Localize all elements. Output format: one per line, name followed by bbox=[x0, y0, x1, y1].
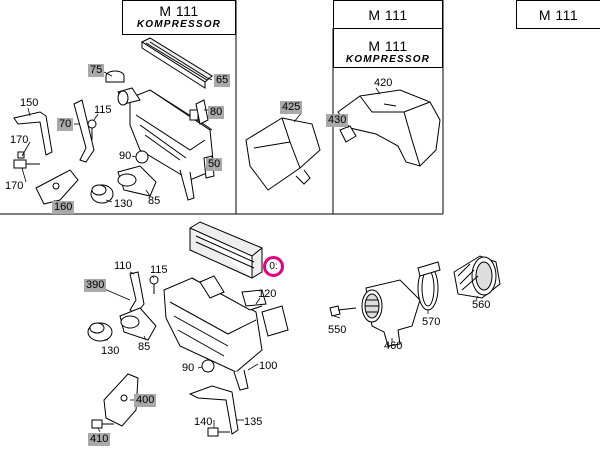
callout-115[interactable]: 115 bbox=[94, 104, 112, 116]
air-filter-housing-top bbox=[117, 87, 215, 201]
bottom-left-small-parts bbox=[87, 271, 239, 437]
variant-label: KOMPRESSOR bbox=[345, 54, 431, 65]
air-filter-housing-bottom bbox=[163, 275, 289, 391]
callout-80[interactable]: 80 bbox=[208, 106, 225, 119]
callout-135[interactable]: 135 bbox=[244, 416, 263, 428]
panel-header-top-mid: M 111 bbox=[333, 0, 443, 29]
callout-50[interactable]: 50 bbox=[206, 158, 223, 171]
intake-hose-560 bbox=[453, 255, 501, 299]
callout-170[interactable]: 170 bbox=[5, 180, 24, 192]
cover-425 bbox=[245, 117, 321, 191]
callout-425[interactable]: 425 bbox=[280, 101, 303, 114]
callout-130[interactable]: 130 bbox=[114, 198, 133, 210]
callout-85[interactable]: 85 bbox=[138, 341, 151, 353]
clip-430 bbox=[339, 125, 357, 143]
callout-150[interactable]: 150 bbox=[20, 97, 39, 109]
callout-130[interactable]: 130 bbox=[101, 345, 120, 357]
variant-label: KOMPRESSOR bbox=[136, 19, 222, 30]
callout-90[interactable]: 90 bbox=[119, 150, 132, 162]
air-filter-element-bottom bbox=[189, 221, 263, 279]
panel-header-top-mid-inner: M 111 KOMPRESSOR bbox=[333, 28, 443, 68]
callout-65[interactable]: 65 bbox=[214, 74, 231, 87]
callout-85[interactable]: 85 bbox=[148, 195, 161, 207]
panel-header-top-left: M 111 KOMPRESSOR bbox=[122, 0, 236, 35]
callout-75[interactable]: 75 bbox=[88, 64, 105, 77]
callout-390[interactable]: 390 bbox=[84, 279, 107, 292]
model-label: M 111 bbox=[538, 7, 579, 23]
callout-570[interactable]: 570 bbox=[422, 316, 441, 328]
callout-160[interactable]: 160 bbox=[52, 201, 75, 214]
callout-550[interactable]: 550 bbox=[328, 324, 347, 336]
air-filter-element-top bbox=[140, 37, 213, 89]
model-label: M 111 bbox=[368, 38, 408, 54]
callout-110[interactable]: 110 bbox=[114, 260, 132, 272]
callout-100[interactable]: 100 bbox=[259, 360, 278, 372]
callout-140[interactable]: 140 bbox=[194, 416, 213, 428]
callout-120[interactable]: 120 bbox=[258, 288, 277, 300]
bolt-550 bbox=[329, 305, 357, 317]
callout-420[interactable]: 420 bbox=[374, 77, 393, 89]
model-label: M 111 bbox=[159, 3, 199, 19]
callout-560[interactable]: 560 bbox=[472, 299, 491, 311]
callout-170[interactable]: 170 bbox=[10, 134, 29, 146]
clamp-570 bbox=[417, 261, 441, 311]
callout-115[interactable]: 115 bbox=[150, 264, 168, 276]
callout-90[interactable]: 90 bbox=[182, 362, 195, 374]
callout-460[interactable]: 460 bbox=[384, 340, 403, 352]
model-label: M 111 bbox=[368, 7, 408, 23]
callout-70[interactable]: 70 bbox=[57, 118, 74, 131]
engine-cover-420 bbox=[337, 89, 441, 167]
mass-air-flow-sensor-460 bbox=[361, 279, 421, 347]
callout-marker-0[interactable]: 0: bbox=[263, 256, 284, 277]
callout-410[interactable]: 410 bbox=[88, 433, 111, 446]
callout-430[interactable]: 430 bbox=[326, 114, 349, 127]
panel-header-top-right: M 111 bbox=[516, 0, 600, 29]
callout-400[interactable]: 400 bbox=[134, 394, 157, 407]
